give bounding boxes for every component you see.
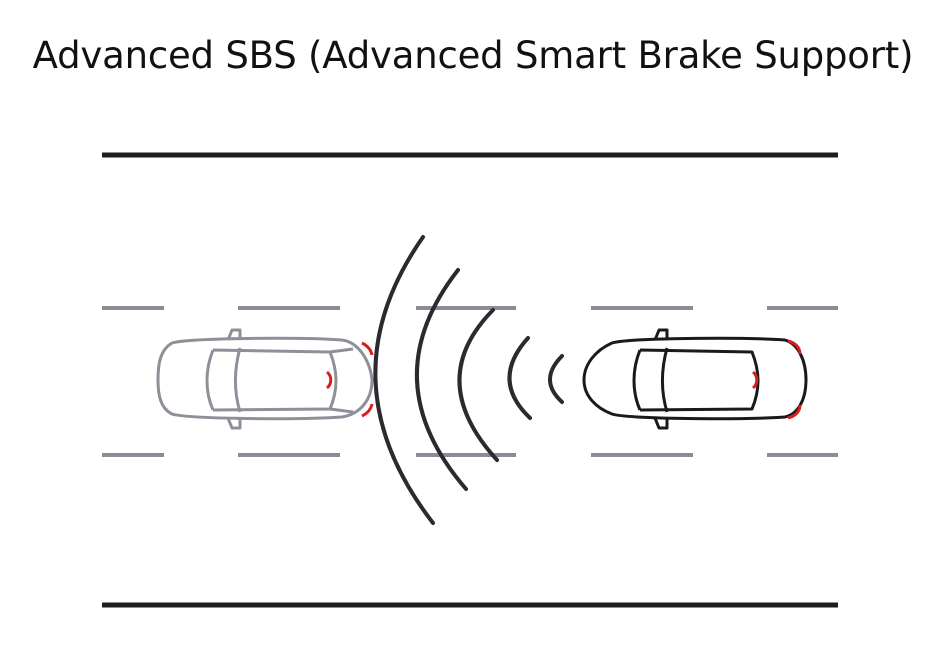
lead-vehicle-body <box>582 336 808 421</box>
own-vehicle-mirror-top <box>226 328 242 341</box>
lead-vehicle-mirror-top <box>653 328 669 341</box>
radar-wave-4 <box>507 336 532 420</box>
lead-taillight-top <box>787 339 802 355</box>
own-vehicle-windshield <box>234 347 242 413</box>
lead-vehicle <box>582 328 808 430</box>
page-title: Advanced SBS (Advanced Smart Brake Suppo… <box>32 34 914 77</box>
own-taillight <box>325 370 333 390</box>
lead-vehicle-mirror-bottom <box>653 417 669 430</box>
own-headlight-top <box>361 341 374 356</box>
own-vehicle-lights <box>325 341 374 418</box>
own-vehicle-body <box>156 336 374 421</box>
own-vehicle-roof <box>205 348 338 412</box>
lead-taillight-bottom <box>787 404 802 420</box>
radar-wave-5 <box>548 354 564 404</box>
own-vehicle <box>156 328 374 430</box>
lead-vehicle-lights <box>751 339 802 420</box>
lane-markings <box>102 306 838 457</box>
radar-wave-2 <box>414 268 468 491</box>
own-vehicle-side <box>329 347 354 414</box>
lead-vehicle-windshield <box>661 347 669 413</box>
radar-wave-3 <box>457 308 499 462</box>
radar-waves <box>373 235 564 525</box>
lead-vehicle-roof <box>632 348 760 412</box>
lead-brake-light <box>751 370 759 390</box>
own-vehicle-mirror-bottom <box>226 417 242 430</box>
own-headlight-bottom <box>361 403 374 418</box>
radar-wave-1 <box>373 235 435 525</box>
